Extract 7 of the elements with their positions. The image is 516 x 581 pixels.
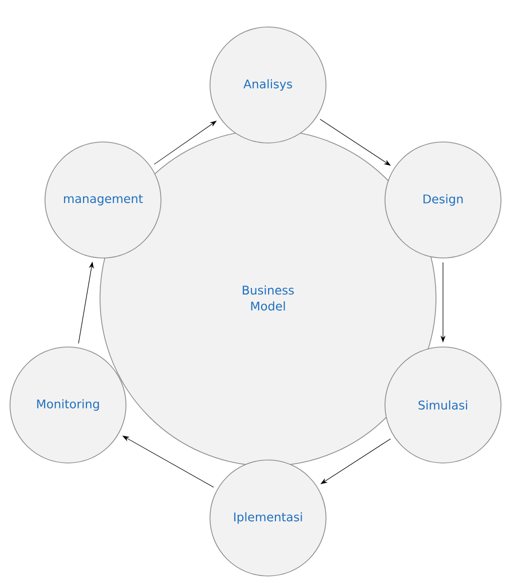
circle-node: Monitoring [10,346,126,464]
circle-node: Iplementasi [210,460,326,576]
circle-node: Simulasi [384,346,502,464]
circle-node: Design [384,142,502,258]
circle-node: management [44,142,162,258]
circle-node: Analisys [210,26,326,144]
node-label: Iplementasi [234,512,302,524]
